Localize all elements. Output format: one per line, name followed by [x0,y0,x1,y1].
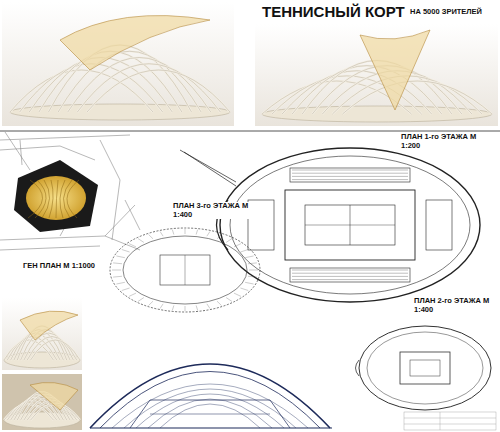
site-photo [14,160,98,232]
model-ribs [4,311,80,368]
model-ribs [10,16,230,121]
plan-label: ПЛАН 1-го ЭТАЖА М 1:200 [400,133,484,150]
model-ribs [262,30,492,122]
model-ribs [4,382,80,428]
floor-plan-3 [110,228,260,312]
plan-label: ПЛАН 3-го ЭТАЖА М 1:400 [172,202,256,219]
floor-plan-2 [356,326,492,410]
plan-label: ГЕН ПЛАН М 1:1000 [22,262,96,271]
plan-label: ПЛАН 2-го ЭТАЖА М 1:400 [413,297,497,314]
model-photo [2,298,82,370]
subtitle: НА 5000 ЗРИТЕЛЕЙ [409,8,483,17]
model-photo [2,374,82,430]
model-photo [2,2,234,126]
site-plan [0,132,140,250]
section [90,364,332,428]
poster-title: ТЕННИСНЫЙ КОРТ [262,3,405,20]
separator [0,131,500,132]
title-stamp [404,412,496,430]
floor-plan-1 [180,148,480,302]
model-photo [255,24,498,126]
dome-model [26,176,86,220]
